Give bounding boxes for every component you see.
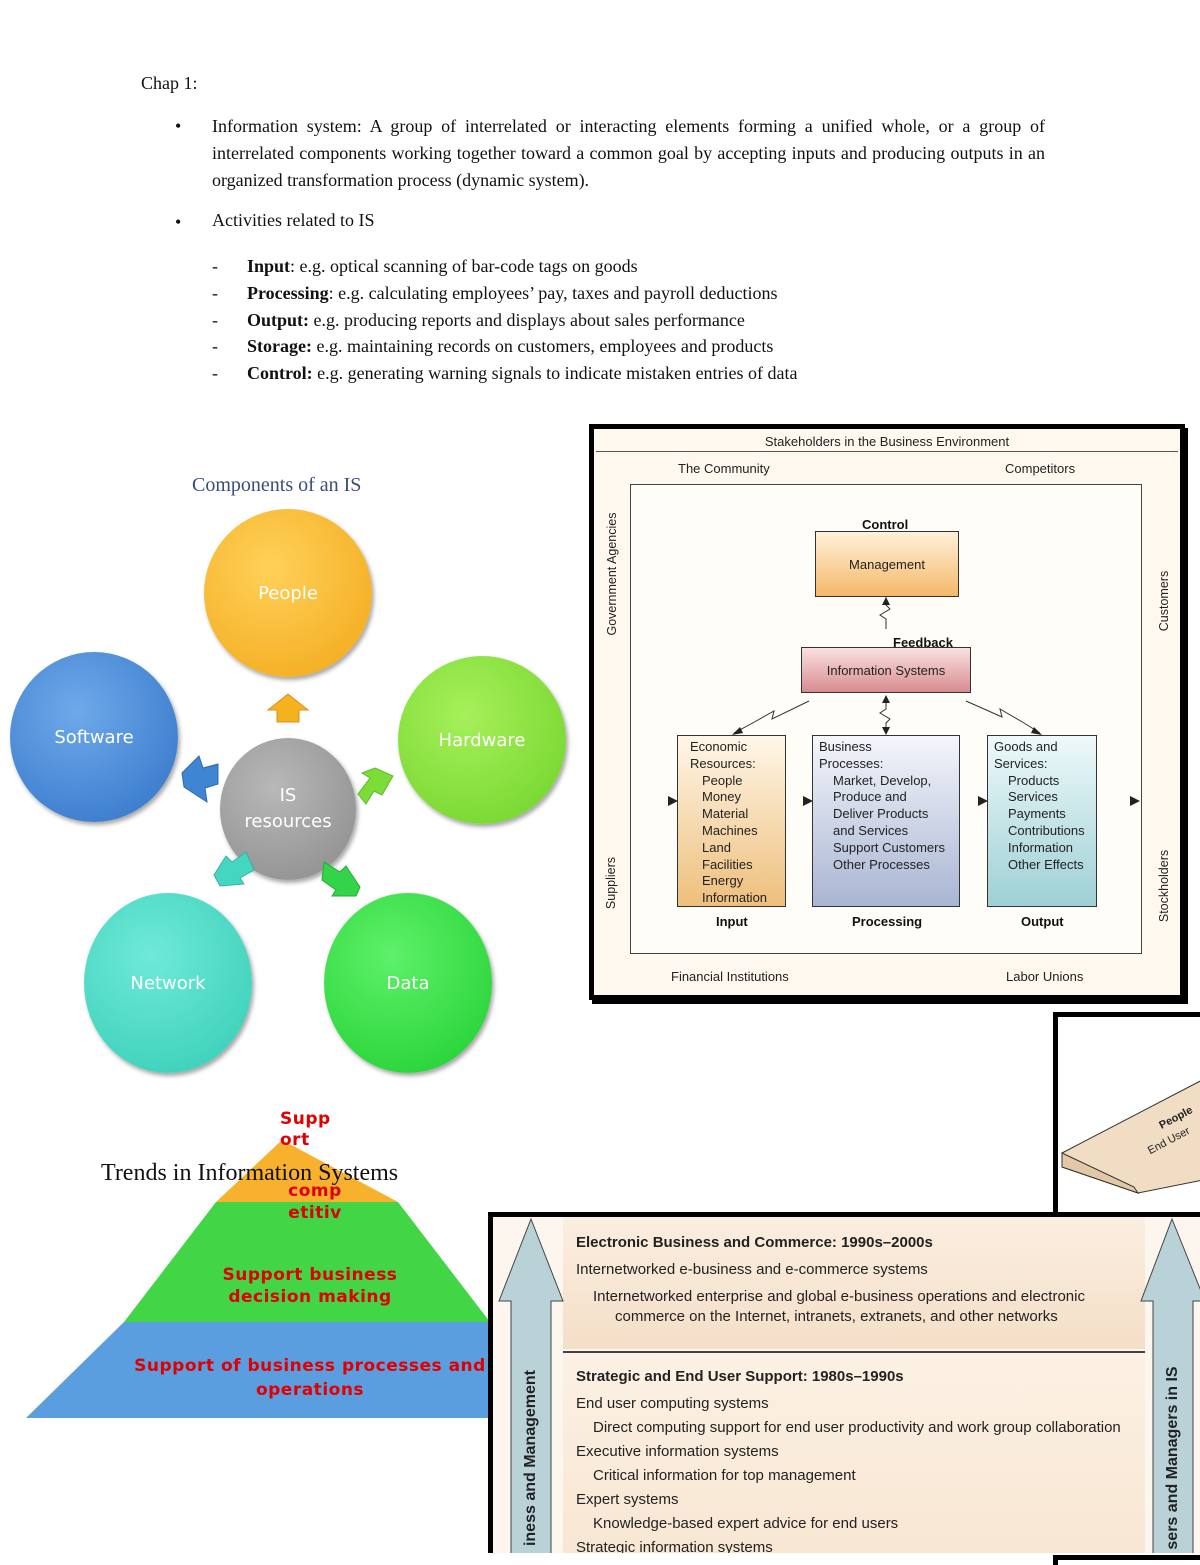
definition-paragraph: Information system: A group of interrela… (212, 116, 1045, 190)
flow-arrows (668, 597, 1140, 806)
partial-diagram-shape (1061, 1080, 1200, 1194)
era1-line2: Internetworked enterprise and global e-b… (593, 1288, 1085, 1305)
partial-frame-corner (1053, 1555, 1200, 1565)
node-hardware: Hardware (398, 656, 566, 824)
pyramid-top-layer (216, 1140, 398, 1202)
arrow-right-icon (1130, 796, 1140, 806)
input-caption: Input (716, 914, 748, 929)
financial-label: Financial Institutions (671, 969, 789, 984)
arrow-up-icon (882, 695, 890, 703)
activity-item: -Control: e.g. generating warning signal… (212, 363, 798, 384)
node-people: People (204, 509, 372, 677)
era2-row: Critical information for top management (593, 1467, 856, 1484)
side-arrows (498, 1217, 1200, 1553)
arrow-up-icon (266, 693, 310, 723)
era2-row: Executive information systems (576, 1443, 779, 1460)
era2-row: Expert systems (576, 1491, 679, 1508)
competitors-label: Competitors (1005, 461, 1076, 476)
arrow-down-left-icon (213, 851, 255, 887)
era1-line3: commerce on the Internet, intranets, ext… (615, 1308, 1058, 1325)
activity-item: -Storage: e.g. maintaining records on cu… (212, 336, 774, 357)
arrow-up-icon (1140, 1217, 1200, 1553)
stakeholders-frame: Stakeholders in the Business Environment… (589, 424, 1185, 1000)
arrow-right-icon (357, 767, 394, 805)
trends-table-frame: iness and Management sers and Managers i… (488, 1212, 1200, 1553)
components-title: Components of an IS (192, 474, 362, 496)
labor-label: Labor Unions (1006, 969, 1084, 984)
information-systems-box: Information Systems (801, 647, 971, 693)
arrow-up-icon (882, 597, 890, 605)
arrow-up-icon (498, 1217, 564, 1553)
component-arrows (181, 693, 394, 897)
processing-box: Business Processes: Market, Develop, Pro… (812, 735, 960, 907)
chapter-heading: Chap 1: (141, 73, 198, 93)
node-data: Data (324, 893, 492, 1073)
management-box: Management (815, 531, 959, 597)
node-network: Network (84, 893, 252, 1073)
arrow-right-icon (803, 796, 813, 806)
arrow-down-right-icon (1031, 727, 1042, 735)
right-arrow-label: sers and Managers in IS (1164, 1366, 1181, 1550)
activity-item: -Output: e.g. producing reports and disp… (212, 309, 745, 330)
era2-row: Direct computing support for end user pr… (593, 1419, 1121, 1436)
activity-item: -Input: e.g. optical scanning of bar-cod… (212, 256, 638, 276)
arrow-right-icon (978, 796, 988, 806)
feedback-label: Feedback (893, 635, 953, 650)
trends-title: Trends in Information Systems (101, 1160, 399, 1186)
arrow-down-right-icon (321, 861, 361, 897)
era2-row: Knowledge-based expert advice for end us… (593, 1515, 899, 1532)
stakeholders-title: Stakeholders in the Business Environment (764, 434, 1010, 449)
bullet-definition: • (175, 116, 182, 136)
arrow-down-left-icon (732, 727, 743, 735)
era1-line1: Internetworked e-business and e-commerce… (576, 1261, 928, 1278)
pyramid-middle-layer (124, 1202, 490, 1322)
era-divider (563, 1351, 1145, 1353)
partial-diagram-frame: People End User (1053, 1012, 1200, 1222)
arrow-left-icon (181, 755, 219, 804)
community-label: The Community (678, 461, 770, 476)
era2-row: End user computing systems (576, 1395, 769, 1412)
trends-pyramid (26, 1140, 492, 1418)
activity-item: -Processing: e.g. calculating employees’… (212, 282, 778, 303)
node-software: Software (10, 652, 178, 822)
output-box: Goods and Services: Products Services Pa… (987, 735, 1097, 907)
era-section-1 (563, 1217, 1145, 1349)
activities-heading: Activities related to IS (212, 210, 375, 230)
arrow-down-icon (882, 727, 890, 735)
era1-heading: Electronic Business and Commerce: 1990s–… (576, 1234, 933, 1251)
output-caption: Output (1021, 914, 1064, 929)
input-box: Economic Resources: People Money Materia… (677, 735, 786, 907)
control-label: Control (862, 517, 909, 532)
era2-row: Strategic information systems (576, 1539, 773, 1553)
processing-caption: Processing (852, 914, 923, 929)
era2-heading: Strategic and End User Support: 1980s–19… (576, 1368, 904, 1385)
pyramid-bottom-layer (26, 1322, 492, 1418)
activities-list: -Input: e.g. optical scanning of bar-cod… (212, 253, 798, 387)
era-section-2 (563, 1353, 1145, 1553)
arrow-right-icon (668, 796, 678, 806)
bullet-activities: • (175, 212, 182, 232)
left-arrow-label: iness and Management (522, 1369, 539, 1547)
